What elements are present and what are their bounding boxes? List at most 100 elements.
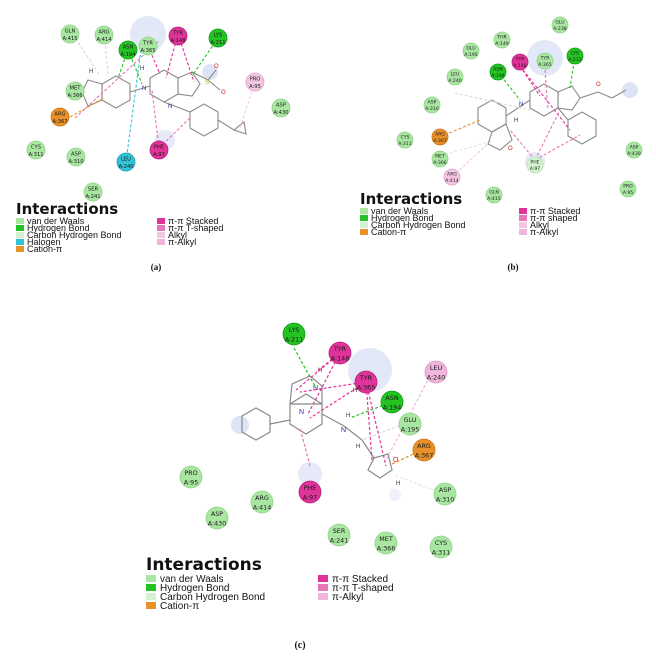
legend-label: π-π shaped — [530, 213, 577, 223]
residue-chain-number: A:430 — [627, 151, 640, 157]
residue-chain-number: A:310 — [436, 495, 455, 503]
residue-chain-number: A:310 — [425, 106, 438, 112]
legend-swatch — [360, 215, 368, 221]
legend-swatch — [360, 222, 368, 228]
residue-chain-number: A:97 — [530, 166, 541, 172]
receptor-halo — [231, 416, 249, 434]
ligand-structure — [477, 83, 627, 151]
residue-name: TYR — [359, 374, 373, 382]
interaction-lines — [439, 55, 581, 178]
legend-swatch — [519, 215, 527, 221]
legend-label: Carbon Hydrogen Bond — [371, 220, 466, 230]
svg-text:O: O — [508, 146, 513, 152]
legend-label: Hydrogen Bond — [160, 583, 230, 594]
residue-disc — [446, 68, 464, 86]
residue-disc — [625, 141, 643, 159]
residue-name: GLU — [404, 416, 417, 424]
panel-label: (a) — [151, 262, 162, 272]
residue-disc — [116, 152, 136, 172]
residue-name: TYR — [172, 31, 183, 37]
residue-disc — [118, 40, 138, 60]
receptor-halo — [389, 489, 401, 501]
residue-disc — [94, 25, 114, 45]
residue-disc — [536, 52, 554, 70]
legend-label: π-π Stacked — [530, 206, 580, 216]
residue-name: PHE — [530, 160, 539, 166]
svg-text:N: N — [313, 385, 318, 392]
residue-name: MET — [379, 535, 393, 543]
legend-swatch — [146, 602, 156, 609]
residue-chain-number: A:367 — [415, 451, 434, 459]
residue-chain-number: A:311 — [28, 152, 43, 158]
residue-chain-number: A:148 — [513, 63, 526, 69]
legend-label: van der Waals — [160, 574, 224, 585]
residue-name: ASP — [428, 100, 437, 106]
residue-name: CYS — [401, 135, 410, 141]
legend-title: Interactions — [16, 200, 118, 218]
residue-disc — [443, 168, 461, 186]
legend-swatch — [360, 229, 368, 235]
residue-disc — [374, 531, 398, 555]
residue-disc — [50, 107, 70, 127]
residue-name: GLN — [65, 29, 76, 35]
legend-label: π-Alkyl — [332, 592, 363, 603]
residue-chain-number: A:194 — [383, 403, 402, 411]
residue-chain-number: A:311 — [398, 141, 411, 147]
residue-chain-number: A:366 — [67, 93, 82, 99]
residue-name: ARG — [98, 30, 109, 36]
residue-chain-number: A:365 — [357, 383, 376, 391]
residue-disc — [327, 523, 351, 547]
residue-chain-number: A:310 — [68, 159, 83, 165]
residue-name: CYS — [31, 145, 41, 151]
panel-label: (b) — [508, 262, 519, 272]
legend-swatch — [16, 239, 24, 245]
svg-text:N: N — [341, 427, 346, 434]
residue-chain-number: A:414 — [253, 503, 272, 511]
residue-chain-number: A:238 — [553, 26, 566, 32]
panel-b: O O N H GLUA:238THRA:149GLUA:195TYRA:148… — [360, 16, 643, 272]
residue-disc — [398, 412, 422, 436]
legend-label: π-Alkyl — [168, 237, 196, 247]
residue-disc — [431, 128, 449, 146]
residue-chain-number: A:366 — [377, 544, 396, 552]
residue-name: GLU — [466, 46, 475, 52]
legend-swatch — [146, 593, 156, 600]
residue-disc — [328, 341, 352, 365]
legend-swatch — [146, 584, 156, 591]
residue-disc — [26, 140, 46, 160]
residue-chain-number: A:414 — [445, 178, 458, 184]
legend-label: van der Waals — [27, 216, 85, 226]
legend: van der Waals Hydrogen Bond Carbon Hydro… — [16, 216, 223, 254]
residue-name: GLU — [555, 20, 564, 26]
svg-text:N: N — [142, 86, 146, 92]
residue-group: GLNA:415ARGA:414ASNA:194TYRA:365TYRA:148… — [26, 24, 291, 202]
residue-name: ARG — [435, 132, 445, 138]
residue-name: PHE — [304, 484, 317, 492]
receptor-halo — [622, 82, 638, 98]
residue-disc — [423, 96, 441, 114]
legend-label: Alkyl — [168, 230, 187, 240]
legend-label: Halogen — [27, 237, 61, 247]
legend-swatch — [318, 593, 328, 600]
residue-disc — [493, 31, 511, 49]
residue-disc — [412, 438, 436, 462]
residue-name: TYR — [515, 57, 526, 63]
